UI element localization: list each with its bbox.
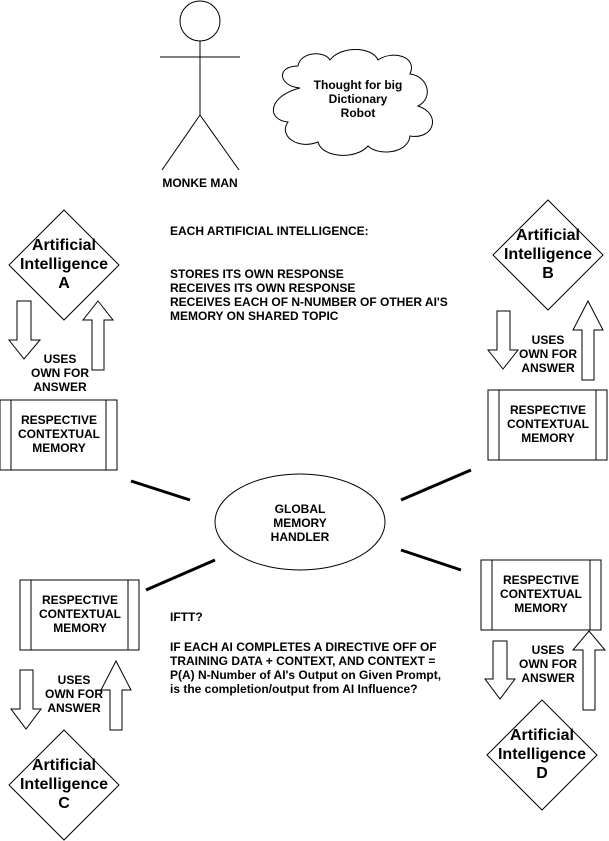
ai-unit-b: Artificial Intelligence B USES OWN FOR A…: [486, 199, 608, 461]
ai-a-uses-line-2: OWN FOR: [31, 366, 89, 380]
stick-figure: MONKE MAN: [160, 0, 240, 190]
ai-c-memory-box: [19, 579, 140, 651]
global-memory-ellipse: [214, 473, 386, 571]
ai-c-memory-line-2: CONTEXTUAL: [39, 607, 121, 621]
ai-b-line-3: B: [542, 265, 554, 282]
ai-c-memory-line-3: MEMORY: [53, 621, 107, 635]
ai-a-line-1: Artificial: [32, 237, 96, 254]
ai-c-line-3: C: [58, 795, 70, 812]
ai-a-up-arrow: [81, 300, 115, 371]
question-block: IFTT? IF EACH AI COMPLETES A DIRECTIVE O…: [170, 610, 441, 696]
ai-b-memory-line-2: CONTEXTUAL: [507, 417, 589, 431]
ai-b-down-arrow: [486, 310, 520, 370]
ai-b-memory-line-1: RESPECTIVE: [510, 403, 586, 417]
ai-d-line-1: Artificial: [510, 727, 574, 744]
ai-b-uses-line-2: OWN FOR: [519, 347, 577, 361]
connector-b: [400, 468, 472, 502]
global-memory-line-1: GLOBAL: [275, 502, 326, 516]
ai-b-line-1: Artificial: [516, 227, 580, 244]
description-heading: EACH ARTIFICIAL INTELLIGENCE:: [170, 224, 369, 238]
ai-a-memory-box: [0, 399, 118, 471]
ai-a-diamond: [8, 209, 120, 321]
description-line-3: RECEIVES EACH OF N-NUMBER OF OTHER AI'S: [170, 295, 448, 309]
ai-a-uses-line-3: ANSWER: [33, 380, 87, 394]
question-line-1: IF EACH AI COMPLETES A DIRECTIVE OFF OF: [170, 640, 437, 654]
ai-unit-c: RESPECTIVE CONTEXTUAL MEMORY USES OWN FO…: [8, 579, 140, 841]
ai-c-up-arrow: [100, 659, 132, 731]
ai-a-line-3: A: [58, 275, 70, 292]
cloud-line-1: Thought for big: [314, 78, 403, 92]
ai-unit-a: Artificial Intelligence A USES OWN FOR A…: [0, 209, 120, 471]
question-line-3: P(A) N-Number of AI's Output on Given Pr…: [170, 668, 441, 682]
description-block: EACH ARTIFICIAL INTELLIGENCE: STORES ITS…: [170, 224, 448, 323]
ai-c-line-2: Intelligence: [20, 776, 108, 793]
ai-a-memory-line-1: RESPECTIVE: [21, 413, 97, 427]
ai-d-uses-line-1: USES: [532, 643, 565, 657]
connector-a: [130, 479, 191, 502]
ai-b-line-2: Intelligence: [504, 246, 592, 263]
connector-c: [145, 558, 216, 592]
ai-b-uses-line-1: USES: [532, 333, 565, 347]
ai-b-memory-box: [487, 389, 608, 461]
ai-b-diamond: [492, 199, 604, 311]
cloud-shape: [272, 49, 433, 156]
ai-unit-d: RESPECTIVE CONTEXTUAL MEMORY USES OWN FO…: [480, 559, 607, 811]
ai-b-memory-line-3: MEMORY: [521, 431, 575, 445]
cloud-line-3: Robot: [341, 106, 376, 120]
ai-b-up-arrow: [572, 299, 604, 381]
ai-c-diamond: [8, 729, 120, 841]
ai-a-down-arrow: [7, 300, 42, 360]
connector-d: [400, 548, 462, 572]
ai-c-memory-line-1: RESPECTIVE: [42, 593, 118, 607]
ai-b-uses-line-3: ANSWER: [521, 361, 575, 375]
ai-a-uses-line-1: USES: [44, 352, 77, 366]
cloud-line-2: Dictionary: [329, 92, 388, 106]
stick-figure-head: [179, 0, 221, 42]
stick-figure-right-leg: [199, 114, 240, 171]
ai-d-diamond: [486, 699, 598, 811]
ai-a-memory-line-3: MEMORY: [32, 441, 86, 455]
ai-d-uses-line-3: ANSWER: [521, 671, 575, 685]
description-line-4: MEMORY ON SHARED TOPIC: [170, 309, 339, 323]
ai-c-down-arrow: [10, 669, 42, 730]
ai-d-line-3: D: [536, 765, 548, 782]
description-line-1: STORES ITS OWN RESPONSE: [170, 267, 344, 281]
global-memory-line-3: HANDLER: [271, 530, 330, 544]
global-memory-line-2: MEMORY: [273, 516, 327, 530]
ai-d-memory-line-1: RESPECTIVE: [503, 573, 579, 587]
question-line-2: TRAINING DATA + CONTEXT, AND CONTEXT =: [170, 654, 435, 668]
ai-a-line-2: Intelligence: [20, 256, 108, 273]
thought-cloud: Thought for big Dictionary Robot: [272, 49, 433, 156]
ai-d-uses-line-2: OWN FOR: [519, 657, 577, 671]
ai-d-down-arrow: [484, 640, 516, 700]
ai-a-memory-line-2: CONTEXTUAL: [18, 427, 100, 441]
question-line-4: is the completion/output from AI Influen…: [170, 682, 418, 696]
ai-c-uses-line-1: USES: [58, 673, 91, 687]
stick-figure-left-leg: [161, 114, 201, 171]
ai-c-line-1: Artificial: [32, 757, 96, 774]
ai-c-uses-line-2: OWN FOR: [45, 687, 103, 701]
ai-d-memory-line-3: MEMORY: [514, 601, 568, 615]
connectors: [130, 468, 472, 592]
question-title: IFTT?: [170, 610, 203, 624]
ai-d-memory-line-2: CONTEXTUAL: [500, 587, 582, 601]
description-line-2: RECEIVES ITS OWN RESPONSE: [170, 281, 355, 295]
ai-d-up-arrow: [571, 630, 607, 711]
stick-figure-label: MONKE MAN: [162, 176, 237, 190]
ai-c-uses-line-3: ANSWER: [47, 701, 101, 715]
ai-d-line-2: Intelligence: [498, 746, 586, 763]
global-memory-handler: GLOBAL MEMORY HANDLER: [214, 473, 386, 571]
ai-d-memory-box: [480, 559, 602, 631]
